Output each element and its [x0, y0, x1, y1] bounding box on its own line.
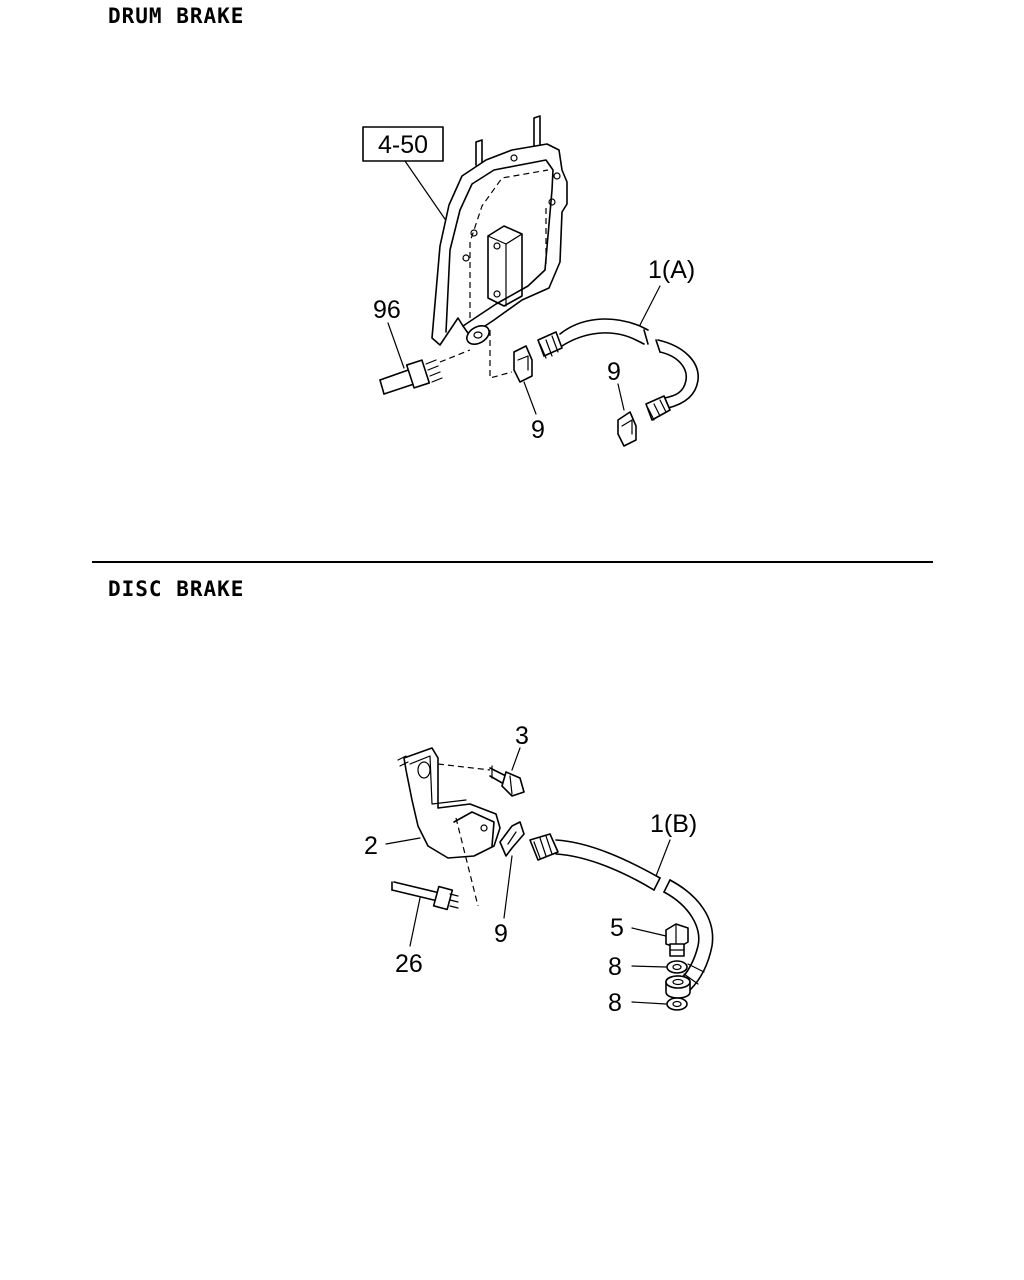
- clip-9-a[interactable]: [489, 330, 533, 383]
- drum-brake-title: DRUM BRAKE: [108, 4, 245, 28]
- washer-8-b-leader: [631, 1001, 667, 1005]
- clip-9-a-leader: [523, 381, 537, 415]
- clip-9-disc-leader: [503, 855, 513, 919]
- bolt-3-label: 3: [515, 722, 529, 750]
- clip-9-b[interactable]: [617, 411, 637, 447]
- pipe-1b-leader: [655, 839, 671, 877]
- eye-bolt-5-label: 5: [610, 914, 624, 942]
- eye-bolt-5-leader: [631, 927, 667, 937]
- washer-8-a-leader: [631, 965, 667, 968]
- disc-brake-assembly: 2 3 26 9: [364, 722, 714, 1017]
- pipe-1a-leader: [639, 285, 661, 326]
- ref-box-frame: [362, 126, 444, 162]
- bracket-2[interactable]: [397, 747, 501, 859]
- disc-brake-title: DISC BRAKE: [108, 577, 245, 601]
- clip-9-a-label: 9: [531, 416, 545, 444]
- ref-box-4-50[interactable]: 4-50: [362, 126, 444, 162]
- clip-9-b-label: 9: [607, 358, 621, 386]
- section-divider: [92, 561, 933, 563]
- union-96-leader: [387, 322, 405, 369]
- bracket-2-label: 2: [364, 832, 378, 860]
- union-96[interactable]: [379, 322, 492, 395]
- washer-8-a-label: 8: [608, 953, 622, 981]
- union-26-leader: [409, 897, 421, 947]
- brake-pipe-1a[interactable]: [537, 318, 699, 421]
- drum-brake-assembly: 4-50: [362, 115, 699, 447]
- pipe-1b-label: 1(B): [650, 810, 697, 838]
- pedal-bracket: [431, 115, 568, 346]
- union-26[interactable]: [391, 817, 479, 911]
- union-96-label: 96: [373, 296, 401, 324]
- banjo-fitting: [665, 975, 691, 999]
- washer-8-b-label: 8: [608, 989, 622, 1017]
- clip-9-disc[interactable]: [499, 821, 525, 857]
- ref-label: 4-50: [378, 131, 428, 159]
- union-26-label: 26: [395, 950, 423, 978]
- clip-9-b-leader: [617, 383, 625, 411]
- clip-9-disc-label: 9: [494, 920, 508, 948]
- eye-bolt-5[interactable]: [665, 923, 689, 957]
- washer-8-b[interactable]: [666, 997, 688, 1011]
- bolt-3[interactable]: [437, 763, 525, 797]
- bolt-3-leader: [511, 747, 521, 771]
- pipe-1a-label: 1(A): [648, 256, 695, 284]
- brake-pipe-1b[interactable]: [529, 833, 714, 991]
- washer-8-a[interactable]: [666, 960, 688, 974]
- ref-leader-line: [404, 160, 448, 223]
- bracket-2-leader: [385, 837, 421, 845]
